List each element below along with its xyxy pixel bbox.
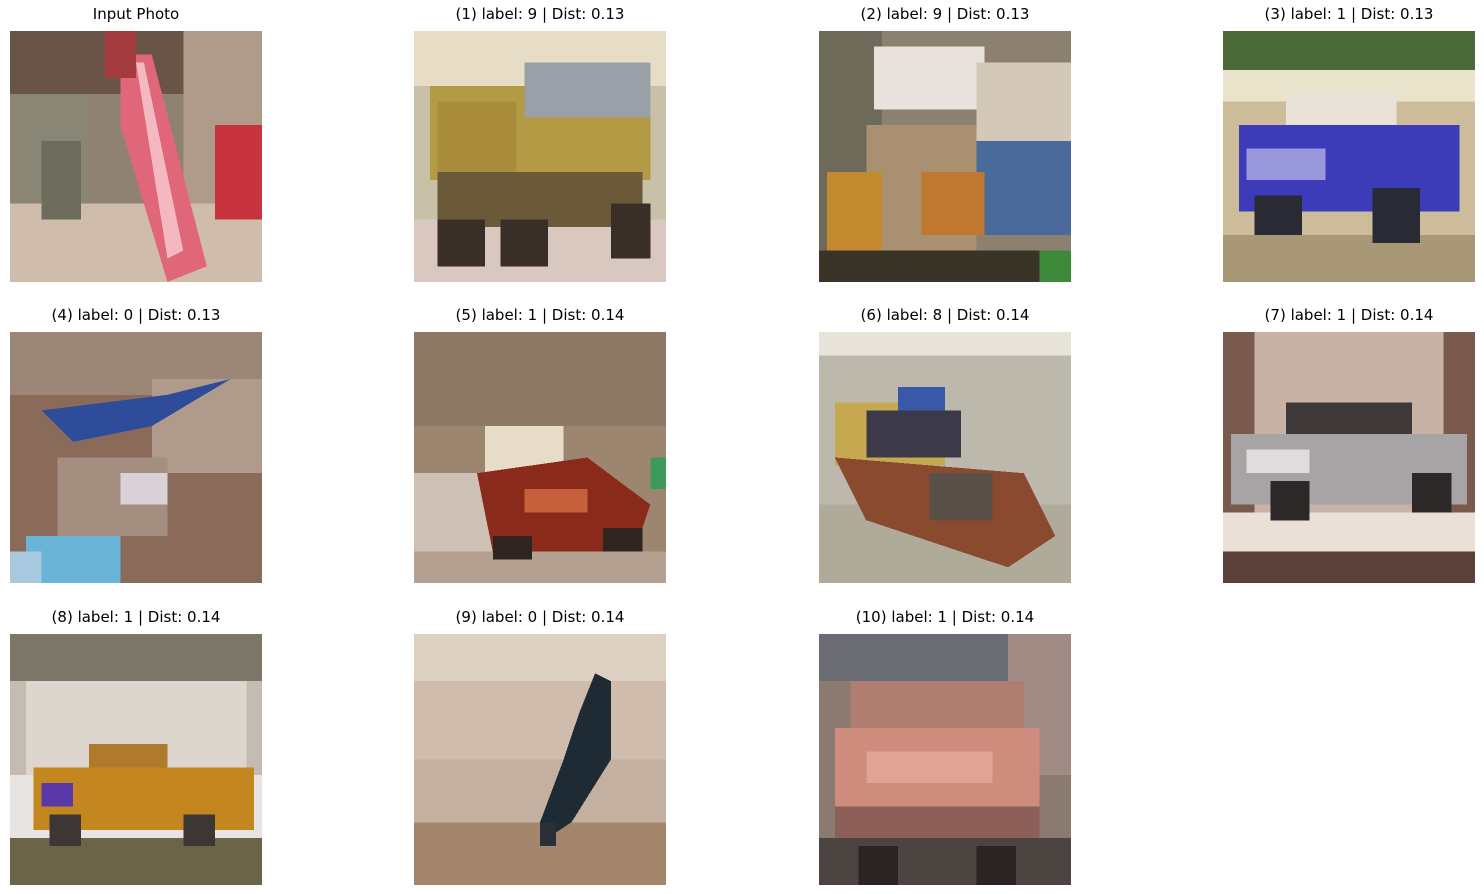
result-image-10 — [819, 634, 1071, 885]
result-image-2 — [819, 31, 1071, 282]
result-title-3: (3) label: 1 | Dist: 0.13 — [1264, 5, 1434, 23]
result-title-2: (2) label: 9 | Dist: 0.13 — [860, 5, 1030, 23]
result-image-8 — [10, 634, 262, 885]
result-title-10: (10) label: 1 | Dist: 0.14 — [855, 608, 1035, 626]
result-image-1 — [414, 31, 666, 282]
result-image-5 — [414, 332, 666, 583]
result-title-9: (9) label: 0 | Dist: 0.14 — [455, 608, 625, 626]
result-image-7 — [1223, 332, 1475, 583]
input-photo-title: Input Photo — [92, 5, 180, 23]
result-title-1: (1) label: 9 | Dist: 0.13 — [455, 5, 625, 23]
result-title-5: (5) label: 1 | Dist: 0.14 — [455, 306, 625, 324]
result-title-4: (4) label: 0 | Dist: 0.13 — [51, 306, 221, 324]
result-image-4 — [10, 332, 262, 583]
result-image-9 — [414, 634, 666, 885]
result-title-7: (7) label: 1 | Dist: 0.14 — [1264, 306, 1434, 324]
result-title-8: (8) label: 1 | Dist: 0.14 — [51, 608, 221, 626]
result-image-6 — [819, 332, 1071, 583]
result-image-3 — [1223, 31, 1475, 282]
result-title-6: (6) label: 8 | Dist: 0.14 — [860, 306, 1030, 324]
input-photo-image — [10, 31, 262, 282]
